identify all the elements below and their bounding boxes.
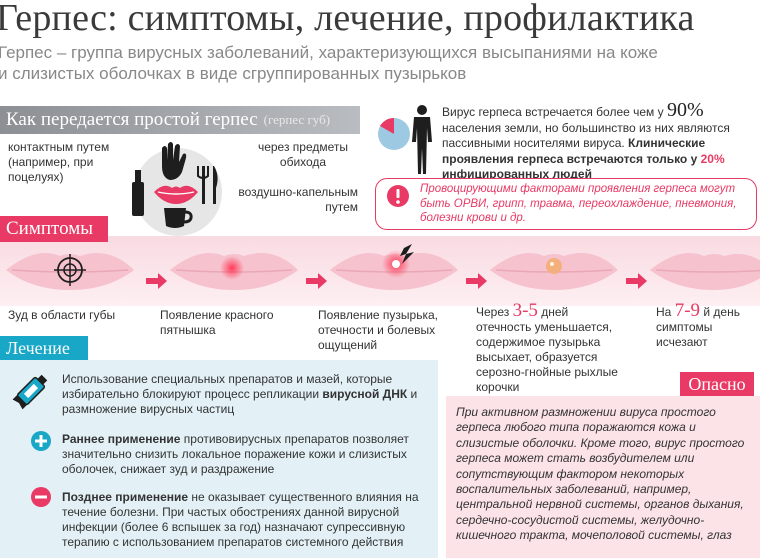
stats-percent-90: 90%	[666, 99, 704, 121]
stage-4-post: дней отечность уменьшается, содержимое п…	[476, 305, 618, 394]
stats-bold-end: инфицированных людей	[442, 167, 592, 181]
lips-icon	[154, 185, 198, 204]
person-icon	[412, 105, 432, 174]
alert-icon	[387, 185, 409, 207]
treatment-item-1-pre: Использование специальных препаратов и м…	[62, 372, 393, 401]
page-subtitle: Герпес – группа вирусных заболеваний, ха…	[0, 42, 760, 84]
pie-slice	[380, 117, 394, 134]
red-spot	[220, 256, 244, 280]
arrow-icon	[466, 273, 487, 289]
danger-heading: Опасно	[680, 372, 754, 396]
crust-spot	[546, 258, 562, 274]
treatment-item-3-post: не оказывает существенного влияния на те…	[62, 490, 419, 549]
stats-line1-pre: Вирус герпеса встречается более чем у	[442, 105, 667, 119]
cutlery-icon	[197, 166, 218, 204]
treatment-heading: Лечение	[0, 336, 88, 360]
hand-icon	[162, 142, 187, 180]
crust-highlight	[550, 262, 554, 266]
transmission-heading: Как передается простой герпес	[6, 109, 258, 130]
stats-line1-post: населения земли, но большинство из них я…	[442, 120, 730, 151]
minus-icon	[31, 487, 51, 507]
lips-stage-5	[650, 253, 760, 290]
transmission-heading-band: Как передается простой герпес (герпес гу…	[0, 106, 360, 134]
treatment-item-1-post: и размножение вирусных частиц	[62, 387, 418, 416]
lips-stage-4	[490, 253, 618, 290]
stats-text: Вирус герпеса встречается более чем у 90…	[442, 100, 760, 183]
treatment-item-2: Раннее применение противовирусных препар…	[62, 432, 418, 477]
symptoms-lips-strip	[6, 244, 760, 290]
blister	[392, 260, 400, 268]
alert-text: Провоцирующими факторами проявления герп…	[420, 183, 737, 224]
stage-4-days: 3-5	[512, 300, 538, 321]
bottle-icon	[132, 170, 144, 216]
subtitle-line-2: и слизистых оболочках в виде сгруппирова…	[0, 64, 467, 83]
stats-illustration	[378, 105, 432, 174]
arrow-icon	[146, 273, 167, 289]
stage-caption-4: Через 3-5 дней отечность уменьшается, со…	[476, 300, 626, 395]
stage-caption-2: Появление красного пятнышка	[160, 308, 274, 337]
lips-stage-1	[6, 253, 134, 290]
danger-panel	[446, 396, 760, 558]
pain-lightning-icon	[400, 244, 414, 264]
transmission-heading-note: (герпес губ)	[263, 112, 331, 127]
treatment-item-2-post: противовирусных препаратов позволяет зна…	[62, 432, 409, 476]
stage-5-post: й день симптомы исчезают	[656, 305, 740, 349]
transmission-contact: контактным путем (например, при поцелуях…	[8, 140, 110, 184]
stats-bold-part: Клинические проявления герпеса встречают…	[442, 136, 706, 166]
lips-stage-3	[330, 244, 458, 290]
stage-caption-1: Зуд в области губы	[8, 308, 116, 322]
lips-stage-2	[170, 253, 298, 290]
transmission-illustration	[132, 142, 222, 236]
transmission-objects: через предметы обихода	[257, 140, 349, 169]
treatment-item-1-bold: вирусной ДНК	[322, 387, 408, 401]
stage-caption-3: Появление пузырька, отечности и болевых …	[318, 308, 438, 352]
target-icon	[54, 254, 86, 286]
stage-5-pre: На	[656, 305, 675, 319]
stage-5-days: 7-9	[674, 300, 701, 321]
treatment-item-2-bold: Раннее применение	[62, 432, 181, 446]
stage-4-pre: Через	[476, 305, 513, 319]
stats-percent-20: 20%	[700, 151, 725, 166]
ointment-tube-icon	[12, 374, 48, 410]
arrow-icon	[626, 273, 647, 289]
treatment-item-1: Использование специальных препаратов и м…	[62, 372, 418, 417]
cup-icon	[164, 208, 193, 228]
treatment-item-3-bold: Позднее применение	[62, 490, 189, 504]
treatment-item-3: Позднее применение не оказывает существе…	[62, 490, 424, 550]
treatment-panel	[0, 360, 438, 558]
page-title: Герпес: симптомы, лечение, профилактика	[0, 0, 695, 39]
symptoms-heading: Симптомы	[0, 216, 108, 242]
transmission-airborne: воздушно-капельным путем	[238, 185, 358, 214]
subtitle-line-1: Герпес – группа вирусных заболеваний, ха…	[0, 43, 658, 62]
stage-caption-5: На 7-9 й день симптомы исчезают	[656, 300, 756, 350]
danger-text: При активном размножении вируса простого…	[456, 405, 745, 543]
arrow-icon	[306, 273, 327, 289]
alert-box	[375, 178, 757, 230]
plus-icon	[31, 431, 51, 451]
